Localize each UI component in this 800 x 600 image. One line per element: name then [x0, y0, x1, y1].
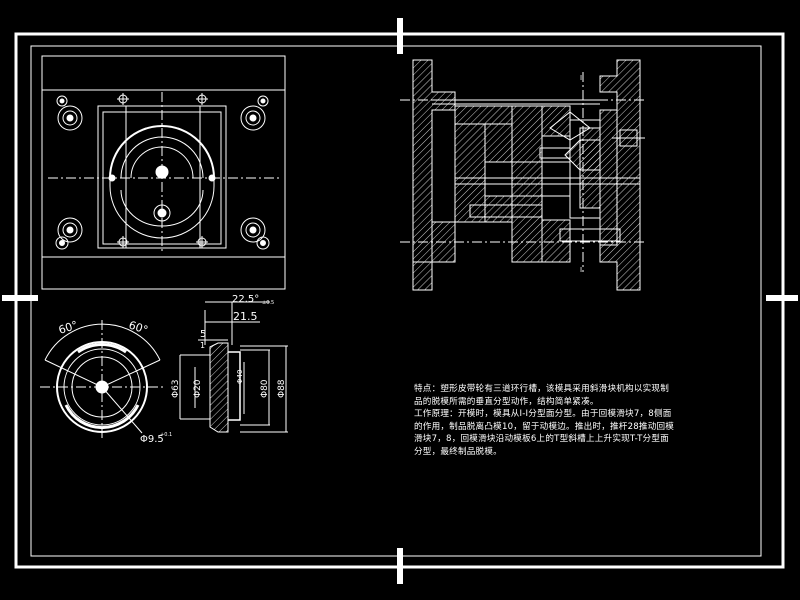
dia-9-5-label: Φ9.5 — [140, 434, 164, 445]
guide-pin-tl — [57, 105, 83, 131]
width-21-5-label: 21.5 — [233, 310, 258, 323]
guide-pin-bl — [57, 217, 83, 243]
angle-left-label: 60° — [57, 318, 80, 336]
width-5-label: 5 — [200, 329, 206, 340]
small-1-label: 1 — [200, 341, 205, 350]
notes-line: 的作用，制品脱离凸模10，留于动模边。推出时，推杆28推动回模 — [414, 421, 675, 432]
angle-right-label: 60° — [127, 318, 150, 336]
part-plan-view: 60° 60° Φ9.5 +0.1 — [40, 318, 172, 445]
plan-view — [41, 55, 286, 290]
dia-20-label: Φ20 — [193, 379, 203, 398]
section-mark-bottom: I — [580, 266, 582, 274]
dia-63-label: Φ63 — [171, 379, 181, 398]
notes-line: 分型，最终制品脱模。 — [414, 446, 502, 457]
dia-88-label: Φ88 — [277, 379, 287, 398]
section-view: I I — [400, 59, 645, 291]
technical-notes: 特点：塑形皮带轮有三道环行槽，该模具采用斜滑块机构以实现制 品的脱模所需的垂直分… — [414, 383, 676, 459]
guide-pin-br — [240, 217, 266, 243]
top-angle-tol-label: ±0.5 — [262, 300, 274, 306]
outer-frame — [2, 18, 798, 584]
notes-line: 滑块7，8，回模滑块沿动模板6上的T型斜槽上上升实现T-T分型面 — [414, 434, 669, 445]
top-angle-label: 22.5° — [232, 294, 259, 305]
guide-pin-tr — [240, 105, 266, 131]
part-section-view: 22.5° ±0.5 21.5 5 1 Φ63 Φ20 Φ40 Φ80 Φ88 — [171, 294, 288, 433]
notes-line: 品的脱模所需的垂直分型动作，结构简单紧凑。 — [414, 396, 599, 407]
dia-40-label: Φ40 — [236, 370, 244, 384]
section-mark-top: I — [580, 74, 582, 82]
dia-80-label: Φ80 — [260, 379, 270, 398]
notes-line: 特点：塑形皮带轮有三道环行槽，该模具采用斜滑块机构以实现制 — [414, 384, 670, 394]
notes-line: 工作原理：开模时，模具从I-I分型面分型。由于回模滑块7，8侧面 — [414, 409, 672, 420]
dia-9-5-tol-label: +0.1 — [160, 432, 172, 438]
